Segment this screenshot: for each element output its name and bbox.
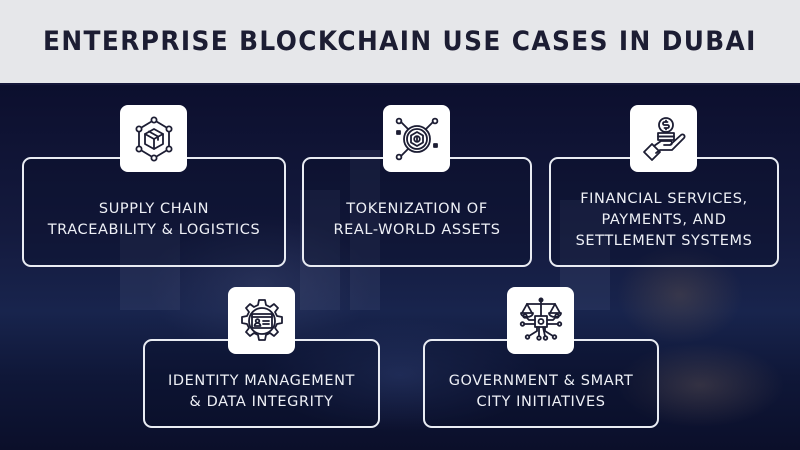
card-label: IDENTITY MANAGEMENT & DATA INTEGRITY: [167, 372, 356, 410]
token-coin-circuit-icon: [395, 117, 438, 160]
header-banner: ENTERPRISE BLOCKCHAIN USE CASES IN DUBAI: [0, 0, 800, 85]
icon-tile: [630, 105, 697, 172]
hand-coin-payment-icon: [642, 116, 685, 161]
skyline-building: [300, 190, 340, 310]
skyline-building: [350, 150, 380, 310]
page-title: ENTERPRISE BLOCKCHAIN USE CASES IN DUBAI: [43, 26, 757, 57]
icon-tile: [228, 287, 295, 354]
icon-tile: [507, 287, 574, 354]
card-label: GOVERNMENT & SMART CITY INITIATIVES: [448, 372, 634, 410]
icon-tile: [383, 105, 450, 172]
use-case-card-supply-chain: SUPPLY CHAIN TRACEABILITY & LOGISTICS: [22, 157, 286, 267]
icon-tile: [120, 105, 187, 172]
supply-chain-box-network-icon: [135, 116, 173, 162]
scales-circuit-icon: [519, 297, 562, 341]
use-case-card-financial-services: FINANCIAL SERVICES, PAYMENTS, AND SETTLE…: [549, 157, 779, 267]
card-label: FINANCIAL SERVICES, PAYMENTS, AND SETTLE…: [575, 190, 753, 249]
skyline-building: [120, 230, 180, 310]
use-case-card-tokenization: TOKENIZATION OF REAL-WORLD ASSETS: [302, 157, 532, 267]
card-label: TOKENIZATION OF REAL-WORLD ASSETS: [333, 201, 501, 238]
card-label: SUPPLY CHAIN TRACEABILITY & LOGISTICS: [47, 201, 261, 238]
gear-id-card-icon: [240, 298, 283, 341]
use-case-card-government-smart-city: GOVERNMENT & SMART CITY INITIATIVES: [423, 339, 659, 428]
